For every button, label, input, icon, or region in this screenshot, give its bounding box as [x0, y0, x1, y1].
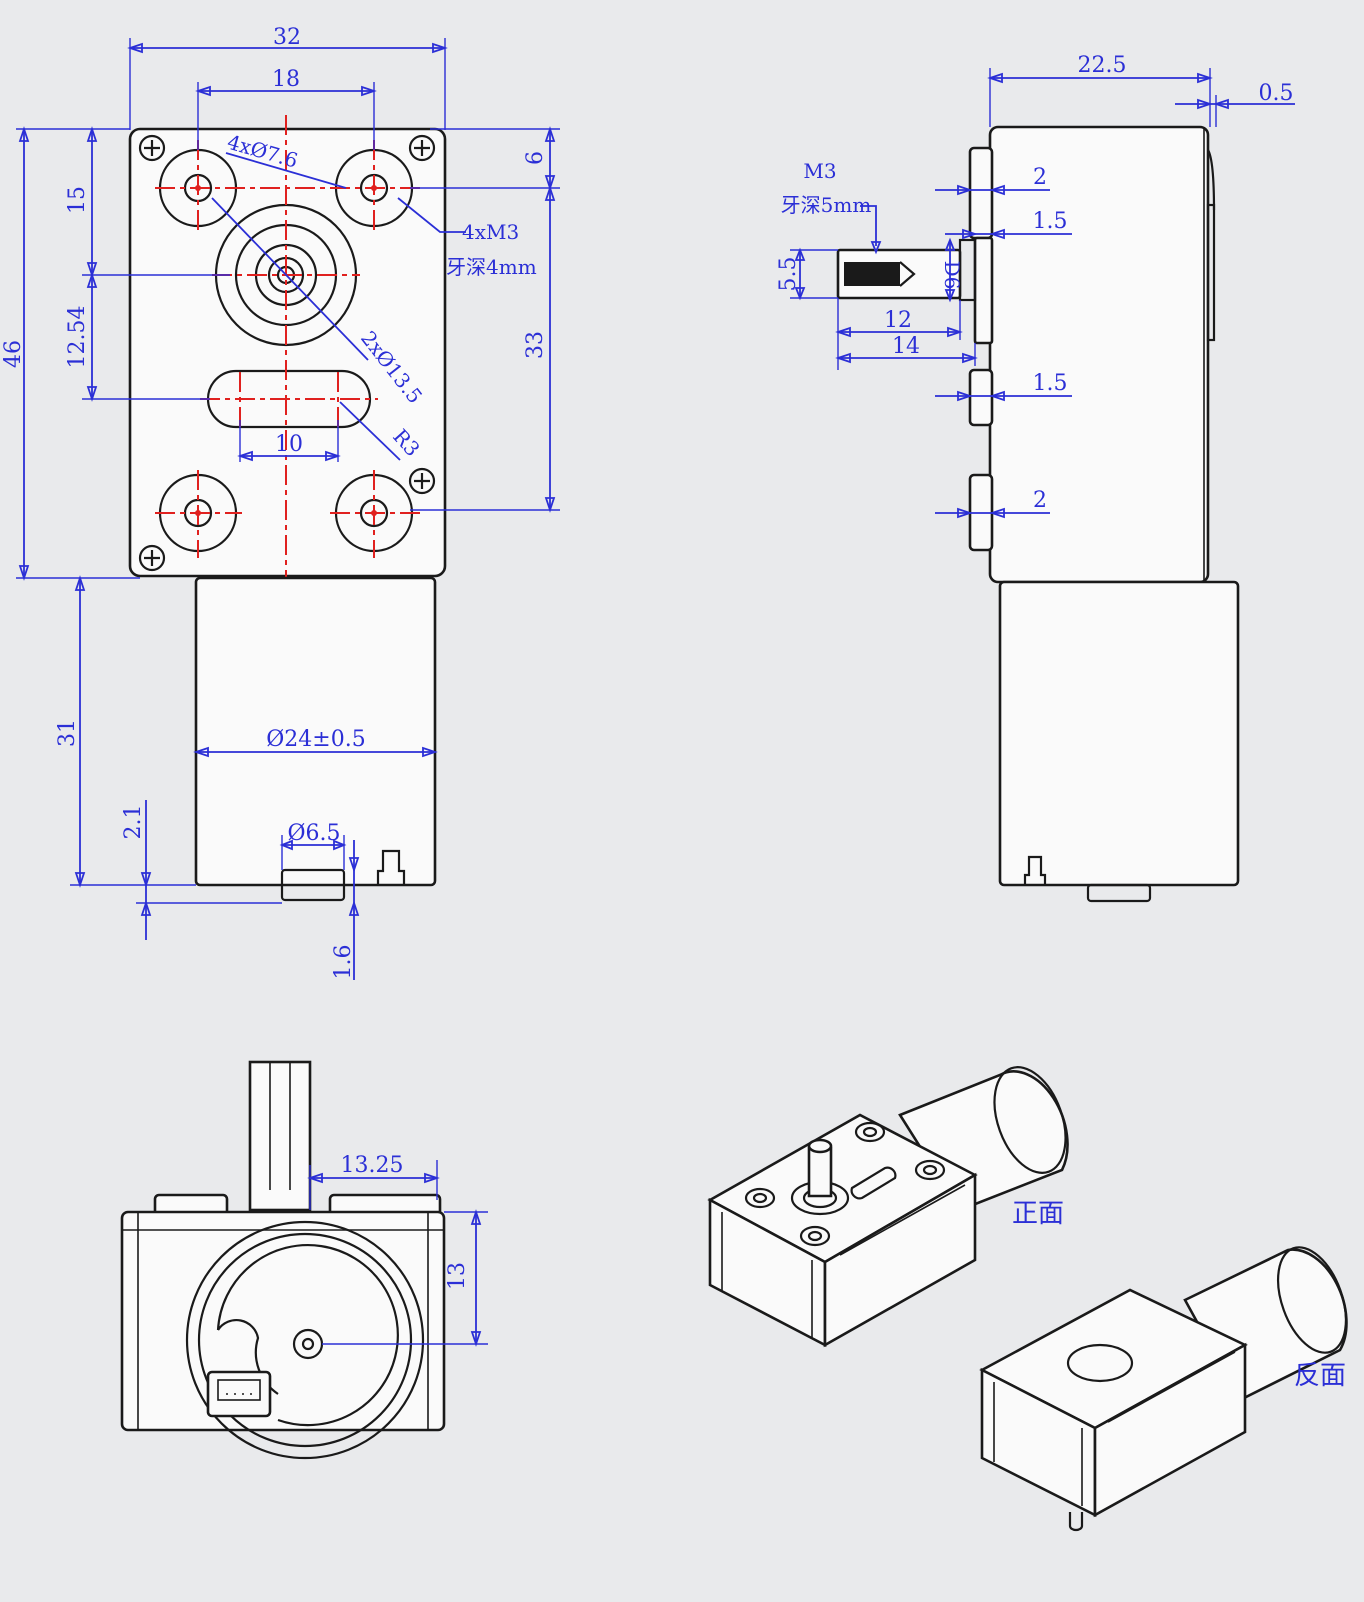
- dim-offset-0-5: 0.5: [1259, 81, 1294, 106]
- corner-screw-middle-right: [408, 467, 436, 495]
- side-view: 22.5 0.5 M3 牙深5mm 2 1.5 5.5 D6 12: [776, 53, 1295, 903]
- bottom-view: 13.25 13: [120, 1060, 488, 1460]
- corner-screw-bottom-left: [138, 544, 166, 572]
- iso-front-right: [823, 1172, 977, 1348]
- leader-hole-callout: [225, 152, 347, 189]
- pad-shaft-base: [973, 236, 994, 345]
- dim-pad-1-5-top: 1.5: [1033, 209, 1068, 234]
- front-view: 32 18 4xØ7.6 4xM3 牙深4mm 2xØ13.5 R3 10 6: [1, 25, 560, 980]
- motor-end-face: [185, 1220, 425, 1460]
- iso-back-right: [1093, 1342, 1247, 1518]
- shaft-top: [248, 1060, 312, 1212]
- motor-can: [194, 576, 437, 887]
- note-thread-m3: M3: [803, 159, 836, 183]
- leader-slot-radius: [339, 401, 401, 461]
- terminal-side: [1023, 855, 1047, 885]
- dim-shaft-14: 14: [892, 334, 920, 359]
- dim-motor-diameter: Ø24±0.5: [266, 727, 365, 752]
- dim-shaft-d6: D6: [940, 261, 964, 290]
- dim-boss-diameter: Ø6.5: [287, 821, 340, 846]
- dim-motor-length-31: 31: [55, 719, 80, 747]
- iso-view-back: 反面: [979, 1246, 1348, 1532]
- leader-thread-callout: [397, 197, 466, 233]
- dim-pad-1-5-bottom: 1.5: [1033, 371, 1068, 396]
- dim-thread-depth: 牙深4mm: [446, 255, 537, 279]
- center-lines: [155, 115, 420, 600]
- dim-height-46: 46: [1, 340, 26, 368]
- pad-top: [968, 146, 994, 240]
- dim-offset-12-54: 12.54: [65, 306, 90, 369]
- dim-pad-2-bottom: 2: [1033, 488, 1047, 513]
- motor-terminal: [376, 849, 406, 885]
- dim-terminal-height-1-6: 1.6: [331, 945, 356, 980]
- dim-width-32: 32: [273, 25, 301, 50]
- corner-screw-top-right: [408, 134, 436, 162]
- corner-screw-top-left: [138, 134, 166, 162]
- dim-depth-22-5: 22.5: [1078, 53, 1127, 78]
- gearbox-plate: [128, 127, 447, 578]
- dim-height-33: 33: [523, 331, 548, 359]
- dim-thread-callout: 4xM3: [462, 220, 519, 244]
- dim-shaft-5-5: 5.5: [776, 257, 801, 292]
- label-back: 反面: [1294, 1361, 1346, 1391]
- dim-pad-2-top: 2: [1033, 165, 1047, 190]
- rear-boss-side: [1086, 883, 1152, 903]
- iso-view-front: 正面: [707, 1066, 1069, 1348]
- shaft-thread: [844, 262, 900, 286]
- pad-middle: [968, 368, 994, 427]
- leader-shaft-callout: [211, 197, 369, 361]
- dim-slot-length-10: 10: [275, 432, 303, 457]
- gearbox-bottom: [120, 1210, 446, 1432]
- motor-rear-boss: [280, 868, 346, 902]
- dim-spacing-18: 18: [272, 67, 300, 92]
- side-rib: [1206, 203, 1216, 342]
- dim-offset-13-25: 13.25: [341, 1153, 404, 1178]
- dim-boss-height-2-1: 2.1: [121, 805, 146, 840]
- connector: [206, 1370, 272, 1418]
- dim-offset-15: 15: [65, 186, 90, 214]
- motor-can-side: [998, 580, 1240, 887]
- note-thread-depth: 牙深5mm: [781, 193, 872, 217]
- dim-height-13: 13: [445, 1262, 470, 1290]
- label-front: 正面: [1012, 1199, 1064, 1229]
- dim-top-offset-6: 6: [523, 151, 548, 165]
- dim-shaft-12: 12: [884, 308, 912, 333]
